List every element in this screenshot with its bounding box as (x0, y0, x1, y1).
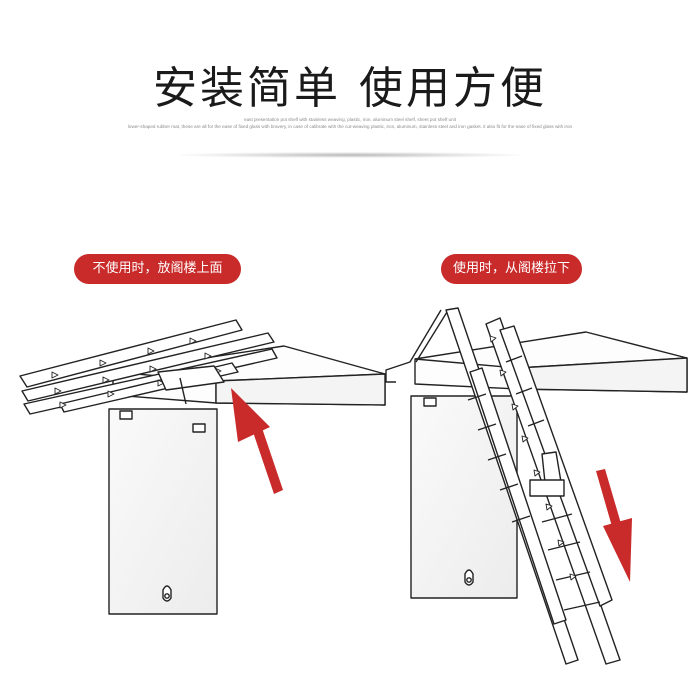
stored-state-label: 不使用时，放阁楼上面 (74, 254, 241, 284)
title-part-1: 安装简单 (153, 63, 341, 114)
arrow-up-icon (231, 388, 283, 494)
in-use-state-label: 使用时，从阁楼拉下 (441, 254, 582, 284)
stored-scene (19, 319, 386, 615)
ladder-support-arm (385, 309, 448, 383)
arrow-down-icon (596, 469, 632, 582)
attic-hatch-panel-left (108, 408, 218, 615)
ladder-front-section (485, 317, 621, 665)
subtitle-line-2: lower-shaped rubber mat, these are all f… (127, 124, 573, 129)
ladder-rear-section (445, 307, 579, 665)
title-part-2: 使用方便 (359, 63, 547, 114)
attic-ceiling-slab-left (112, 345, 386, 406)
in-use-scene (385, 307, 688, 665)
page-title: 安装简单使用方便 (0, 52, 700, 116)
folded-ladder-stack (19, 319, 278, 415)
subtitle-line-1: east presentation pot shelf with stainle… (244, 117, 456, 122)
title-divider-shadow (180, 152, 520, 158)
